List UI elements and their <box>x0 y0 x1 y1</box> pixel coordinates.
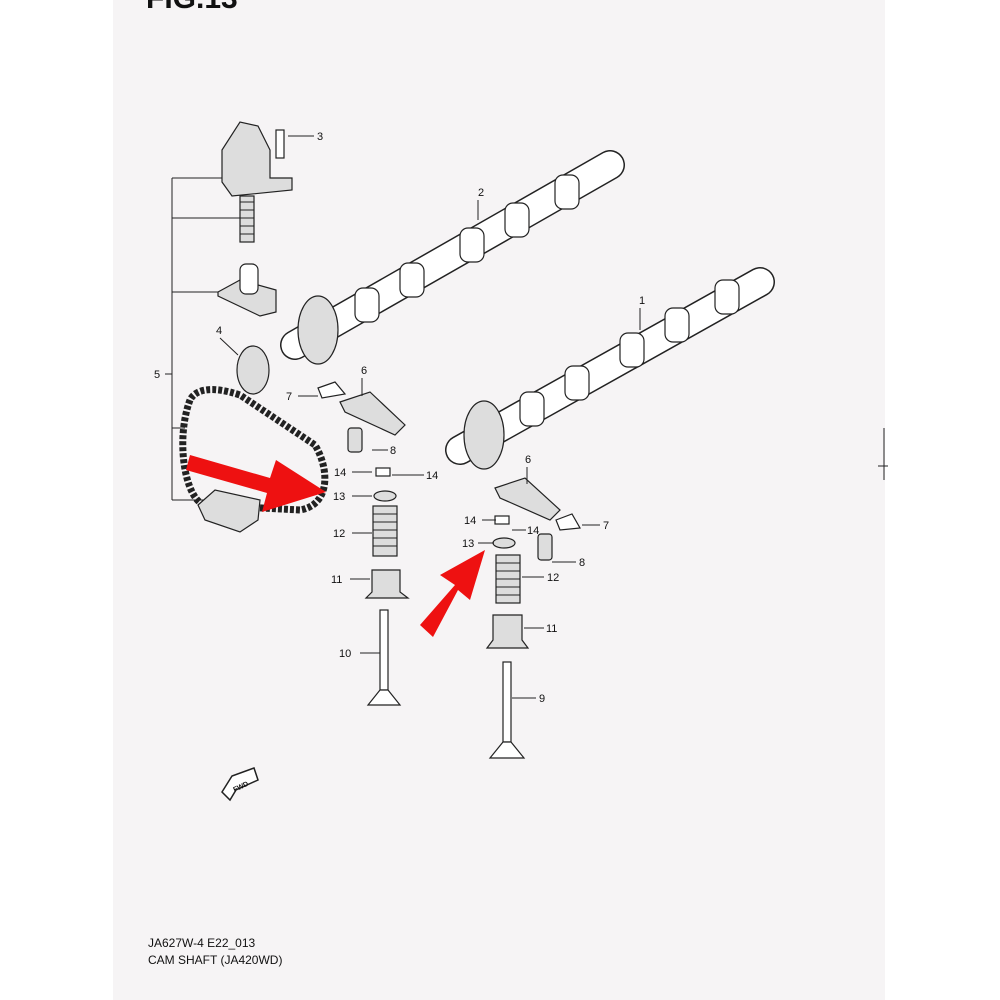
callout-11: 11 <box>546 623 557 635</box>
callout-8: 8 <box>390 445 396 457</box>
callout-2: 2 <box>478 187 484 199</box>
edge-ticks <box>878 428 888 480</box>
callout-10: 10 <box>339 648 351 660</box>
callout-8: 8 <box>579 557 585 569</box>
diagram-code: JA627W-4 E22_013 <box>148 936 256 950</box>
callout-labels: 3 2 1 4 5 6 7 8 14 14 13 12 11 10 6 14 1… <box>154 131 645 705</box>
callout-6: 6 <box>361 365 367 377</box>
callout-14: 14 <box>464 515 476 527</box>
callout-6: 6 <box>525 454 531 466</box>
callout-14: 14 <box>527 525 539 537</box>
callout-12: 12 <box>547 572 559 584</box>
callout-1: 1 <box>639 295 645 307</box>
callout-4: 4 <box>216 325 222 337</box>
valve-train-left <box>317 381 410 706</box>
callout-14: 14 <box>426 470 438 482</box>
callout-14: 14 <box>334 467 346 479</box>
leader-lines <box>219 135 641 699</box>
thrust-plate <box>236 345 270 395</box>
camshaft-1 <box>445 267 775 470</box>
callout-7: 7 <box>286 391 292 403</box>
callout-13: 13 <box>333 491 345 503</box>
diagram-caption: CAM SHAFT (JA420WD) <box>148 953 283 967</box>
callout-13: 13 <box>462 538 474 550</box>
figure-title: FIG.13 <box>146 0 238 16</box>
red-arrow-right <box>420 550 485 637</box>
cam-lobes <box>354 174 740 427</box>
callout-7: 7 <box>603 520 609 532</box>
callout-11: 11 <box>331 574 342 586</box>
fwd-direction-icon: FWD <box>221 767 259 802</box>
callout-5: 5 <box>154 369 160 381</box>
chain-tensioner <box>217 121 293 317</box>
timing-chain <box>179 386 329 533</box>
footer: JA627W-4 E22_013 CAM SHAFT (JA420WD) <box>148 935 282 969</box>
callout-3: 3 <box>317 131 323 143</box>
valve-train-right <box>485 477 581 759</box>
callout-12: 12 <box>333 528 345 540</box>
red-arrow-left <box>186 455 326 512</box>
group-bracket-5 <box>165 177 240 501</box>
callout-9: 9 <box>539 693 545 705</box>
